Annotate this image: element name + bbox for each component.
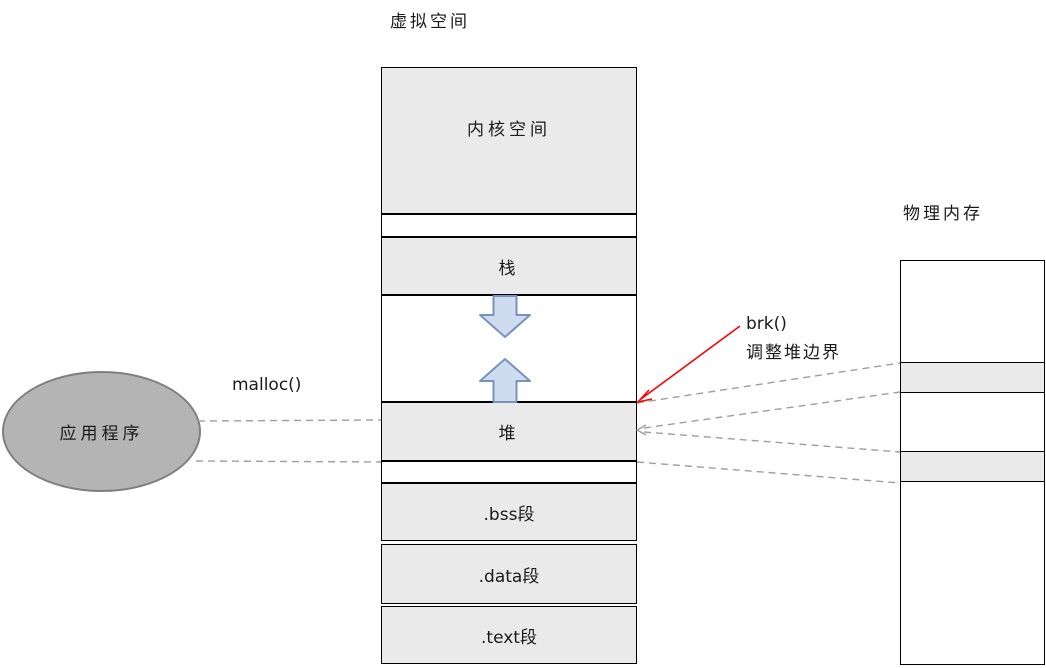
brk-arrow-line (640, 325, 741, 400)
segment-growth-gap (381, 295, 637, 402)
mapping-line-4 (636, 461, 901, 484)
heap-label: 堆 (498, 424, 520, 444)
brk-description: 调整堆边界 (746, 343, 841, 363)
physical-mapped-region-upper (900, 362, 1045, 393)
application-label: 应用程序 (59, 424, 144, 444)
mapping-line-1 (636, 362, 901, 404)
mapping-line-3 (643, 431, 901, 453)
malloc-connector-bottom (195, 460, 382, 463)
application-ellipse: 应用程序 (2, 371, 201, 492)
malloc-connector-top (197, 419, 382, 422)
mapping-line-2 (643, 391, 901, 429)
brk-annotation: brk() 调整堆边界 (746, 310, 841, 368)
brk-label: brk() (746, 314, 787, 334)
mapping-arrowhead-icon (635, 424, 647, 436)
segment-text: .text段 (381, 606, 637, 664)
segment-heap: 堆 (381, 402, 637, 461)
physical-memory-title: 物理内存 (903, 204, 983, 224)
virtual-space-title: 虚拟空间 (390, 12, 470, 32)
segment-blank-lower (381, 461, 637, 483)
physical-mapped-region-lower (900, 451, 1045, 482)
text-label: .text段 (481, 627, 537, 648)
bss-label: .bss段 (483, 504, 535, 525)
kernel-space-label: 内核空间 (467, 120, 551, 140)
brk-arrowhead-icon (635, 389, 653, 404)
segment-kernel-space: 内核空间 (381, 67, 637, 214)
data-label: .data段 (478, 566, 540, 587)
segment-data: .data段 (381, 544, 637, 604)
segment-blank-upper (381, 214, 637, 237)
stack-label: 栈 (498, 258, 520, 279)
malloc-label: malloc() (232, 375, 302, 395)
segment-stack: 栈 (381, 237, 637, 295)
segment-bss: .bss段 (381, 483, 637, 541)
